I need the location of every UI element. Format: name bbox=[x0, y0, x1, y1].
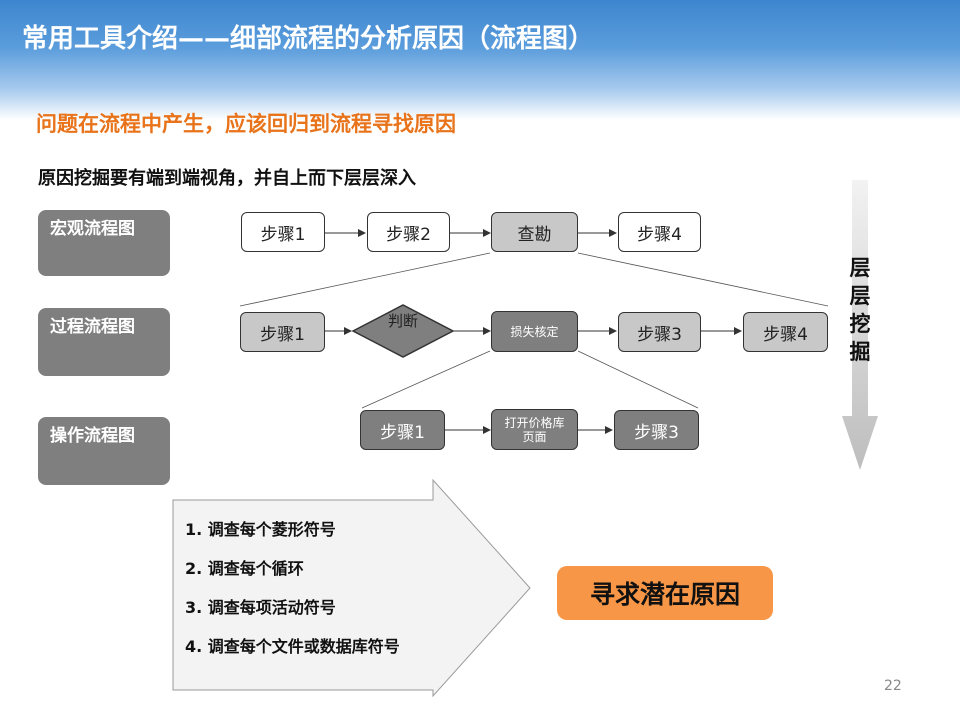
page-title: 常用工具介绍——细部流程的分析原因（流程图） bbox=[22, 24, 595, 54]
level-label-macro: 宏观流程图 bbox=[38, 210, 170, 276]
dig-down-label: 层层挖掘 bbox=[849, 256, 871, 364]
macro-step-survey: 查勘 bbox=[491, 212, 578, 252]
macro-step-2: 步骤2 bbox=[367, 212, 450, 252]
decision-label: 判断 bbox=[388, 312, 419, 330]
level-label-process: 过程流程图 bbox=[38, 308, 170, 376]
step-item-1: 1. 调查每个菱形符号 bbox=[185, 520, 336, 539]
operation-step-1: 步骤1 bbox=[360, 410, 445, 450]
process-step-3: 步骤3 bbox=[618, 312, 701, 352]
conclusion-box: 寻求潜在原因 bbox=[557, 566, 773, 620]
process-step-1: 步骤1 bbox=[240, 312, 325, 352]
steps-arrow-shape bbox=[172, 478, 531, 698]
operation-step-open-price-db: 打开价格库页面 bbox=[491, 409, 578, 450]
step-item-3: 3. 调查每项活动符号 bbox=[185, 598, 336, 617]
decision-diamond bbox=[351, 304, 455, 358]
macro-step-4: 步骤4 bbox=[618, 212, 701, 252]
level-label-operation: 操作流程图 bbox=[38, 417, 170, 485]
header-band bbox=[0, 0, 960, 120]
page-number: 22 bbox=[884, 678, 902, 694]
step-item-2: 2. 调查每个循环 bbox=[185, 559, 304, 578]
macro-step-1: 步骤1 bbox=[241, 212, 325, 252]
step-item-4: 4. 调查每个文件或数据库符号 bbox=[185, 637, 400, 656]
process-step-4: 步骤4 bbox=[743, 312, 828, 352]
lead-text: 原因挖掘要有端到端视角，并自上而下层层深入 bbox=[38, 168, 416, 189]
operation-step-3: 步骤3 bbox=[614, 410, 699, 450]
dig-down-arrow bbox=[842, 180, 878, 470]
subtitle: 问题在流程中产生，应该回归到流程寻找原因 bbox=[36, 112, 456, 136]
process-step-loss-assessment: 损失核定 bbox=[491, 311, 578, 352]
